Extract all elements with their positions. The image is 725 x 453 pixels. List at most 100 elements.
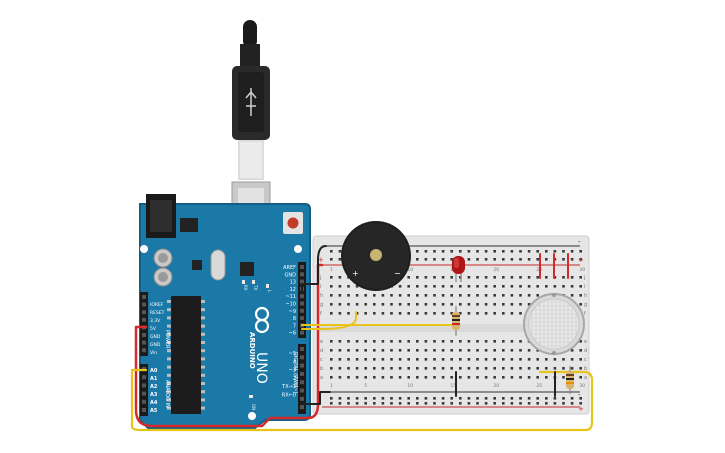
digital-header-bottom[interactable] bbox=[298, 344, 306, 414]
row-letter: d bbox=[584, 348, 587, 354]
row-letter: e bbox=[320, 339, 323, 345]
row-letter: f bbox=[584, 311, 586, 317]
usb-cable[interactable] bbox=[231, 20, 271, 239]
column-number: 1 bbox=[330, 267, 333, 273]
arduino-model: UNO bbox=[253, 352, 269, 384]
wire-gnd-black bbox=[301, 245, 327, 293]
wires[interactable] bbox=[130, 245, 594, 432]
column-number: 25 bbox=[536, 383, 542, 389]
buzzer-plus-label: + bbox=[352, 269, 359, 278]
arduino-logo bbox=[254, 306, 270, 334]
column-number: 20 bbox=[493, 383, 499, 389]
row-letter: g bbox=[320, 302, 323, 308]
resistor-sensor[interactable] bbox=[566, 366, 574, 394]
column-number: 30 bbox=[579, 267, 585, 273]
gas-sensor[interactable] bbox=[523, 293, 585, 355]
digital-pin-label: 7 bbox=[293, 323, 296, 329]
arduino-brand: ARDUINO bbox=[248, 332, 256, 369]
column-number: 15 bbox=[450, 383, 456, 389]
power-title: POWER bbox=[164, 330, 170, 349]
rail-plus-top: + bbox=[578, 256, 584, 264]
digital-pin-label: RX←0 bbox=[282, 393, 296, 399]
arduino-board[interactable]: ARDUINO UNO DIGITAL (PWM~) POWER ANALOG … bbox=[139, 194, 311, 429]
piezo-buzzer[interactable]: + − bbox=[341, 221, 411, 291]
analog-pin-label: A0 bbox=[150, 368, 158, 374]
digital-pin-label: 2 bbox=[293, 376, 296, 382]
digital-pin-label: ~11 bbox=[285, 294, 296, 300]
row-letter: b bbox=[320, 366, 323, 372]
led-label-rx: RX bbox=[243, 285, 248, 291]
wire-a0-yellow bbox=[130, 368, 594, 432]
voltage-regulator bbox=[180, 218, 198, 232]
led-label-l: L bbox=[267, 290, 272, 293]
power-pin-label: 3.3V bbox=[150, 318, 161, 324]
column-number: 1 bbox=[330, 383, 333, 389]
analog-pin-label: A4 bbox=[150, 400, 158, 406]
digital-pin-label: GND bbox=[285, 272, 297, 278]
analog-title: ANALOG IN bbox=[164, 380, 170, 408]
row-letter: h bbox=[584, 293, 587, 299]
digital-pin-label: ~5 bbox=[289, 351, 296, 357]
digital-pin-label: ~9 bbox=[289, 309, 296, 315]
digital-header-top[interactable] bbox=[298, 262, 306, 338]
column-number: 30 bbox=[579, 383, 585, 389]
power-pin-label: Vin bbox=[150, 350, 157, 356]
wire-gnd-black-bottom bbox=[301, 391, 331, 405]
digital-pin-label: AREF bbox=[283, 265, 296, 271]
rail-minus-top: - bbox=[578, 238, 581, 246]
row-letter: a bbox=[584, 375, 587, 381]
analog-header[interactable] bbox=[140, 364, 148, 416]
row-letter: c bbox=[584, 357, 587, 363]
column-number: 10 bbox=[407, 267, 413, 273]
analog-pin-label: A1 bbox=[150, 376, 158, 382]
analog-pin-label: A3 bbox=[150, 392, 158, 398]
usb-icon bbox=[245, 88, 257, 116]
red-led[interactable] bbox=[452, 256, 465, 282]
power-pin-label: 5V bbox=[150, 326, 157, 332]
analog-pin-label: A5 bbox=[150, 408, 158, 414]
analog-pin-label: A2 bbox=[150, 384, 158, 390]
center-channel bbox=[318, 324, 584, 332]
wire-pin9-yellow bbox=[301, 311, 357, 330]
row-letter: g bbox=[584, 302, 587, 308]
rail-plus-top-left: + bbox=[318, 256, 324, 264]
row-letter: e bbox=[584, 339, 587, 345]
power-pin-label: IOREF bbox=[150, 302, 164, 308]
row-letter: b bbox=[584, 366, 587, 372]
digital-pin-label: ~10 bbox=[285, 302, 296, 308]
digital-title: DIGITAL (PWM~) bbox=[292, 352, 298, 394]
digital-pin-label: ~3 bbox=[289, 368, 296, 374]
usb-chip bbox=[240, 262, 254, 276]
column-number: 20 bbox=[493, 267, 499, 273]
digital-pin-label: 13 bbox=[290, 280, 296, 286]
row-letter: j bbox=[319, 275, 321, 281]
row-letter: d bbox=[320, 348, 323, 354]
buzzer-minus-label: − bbox=[394, 269, 401, 278]
digital-pin-label: 8 bbox=[293, 316, 296, 322]
row-letter: c bbox=[320, 357, 323, 363]
power-pin-label: RESET bbox=[150, 310, 165, 316]
row-letter: h bbox=[320, 293, 323, 299]
digital-pin-label: ~6 bbox=[289, 331, 296, 337]
row-letter: i bbox=[584, 284, 585, 290]
row-letter: i bbox=[320, 284, 321, 290]
column-number: 5 bbox=[364, 383, 367, 389]
on-label: ON bbox=[251, 404, 256, 410]
rail-minus-bottom: - bbox=[578, 391, 581, 399]
crystal bbox=[210, 249, 226, 281]
power-header[interactable] bbox=[140, 292, 148, 356]
row-letter: a bbox=[320, 375, 323, 381]
rail-plus-bottom: + bbox=[578, 405, 584, 413]
resistor-led[interactable] bbox=[452, 306, 460, 336]
digital-pin-label: 12 bbox=[290, 287, 296, 293]
column-number: 10 bbox=[407, 383, 413, 389]
row-letter: j bbox=[583, 275, 585, 281]
digital-pin-label: 4 bbox=[293, 359, 296, 365]
power-pin-label: GND bbox=[150, 342, 161, 348]
row-letter: f bbox=[320, 311, 322, 317]
led-label-tx: TX bbox=[253, 284, 258, 290]
microcontroller-chip bbox=[171, 296, 201, 414]
wire-5v-red bbox=[134, 263, 324, 428]
digital-pin-label: TX→1 bbox=[281, 384, 296, 390]
